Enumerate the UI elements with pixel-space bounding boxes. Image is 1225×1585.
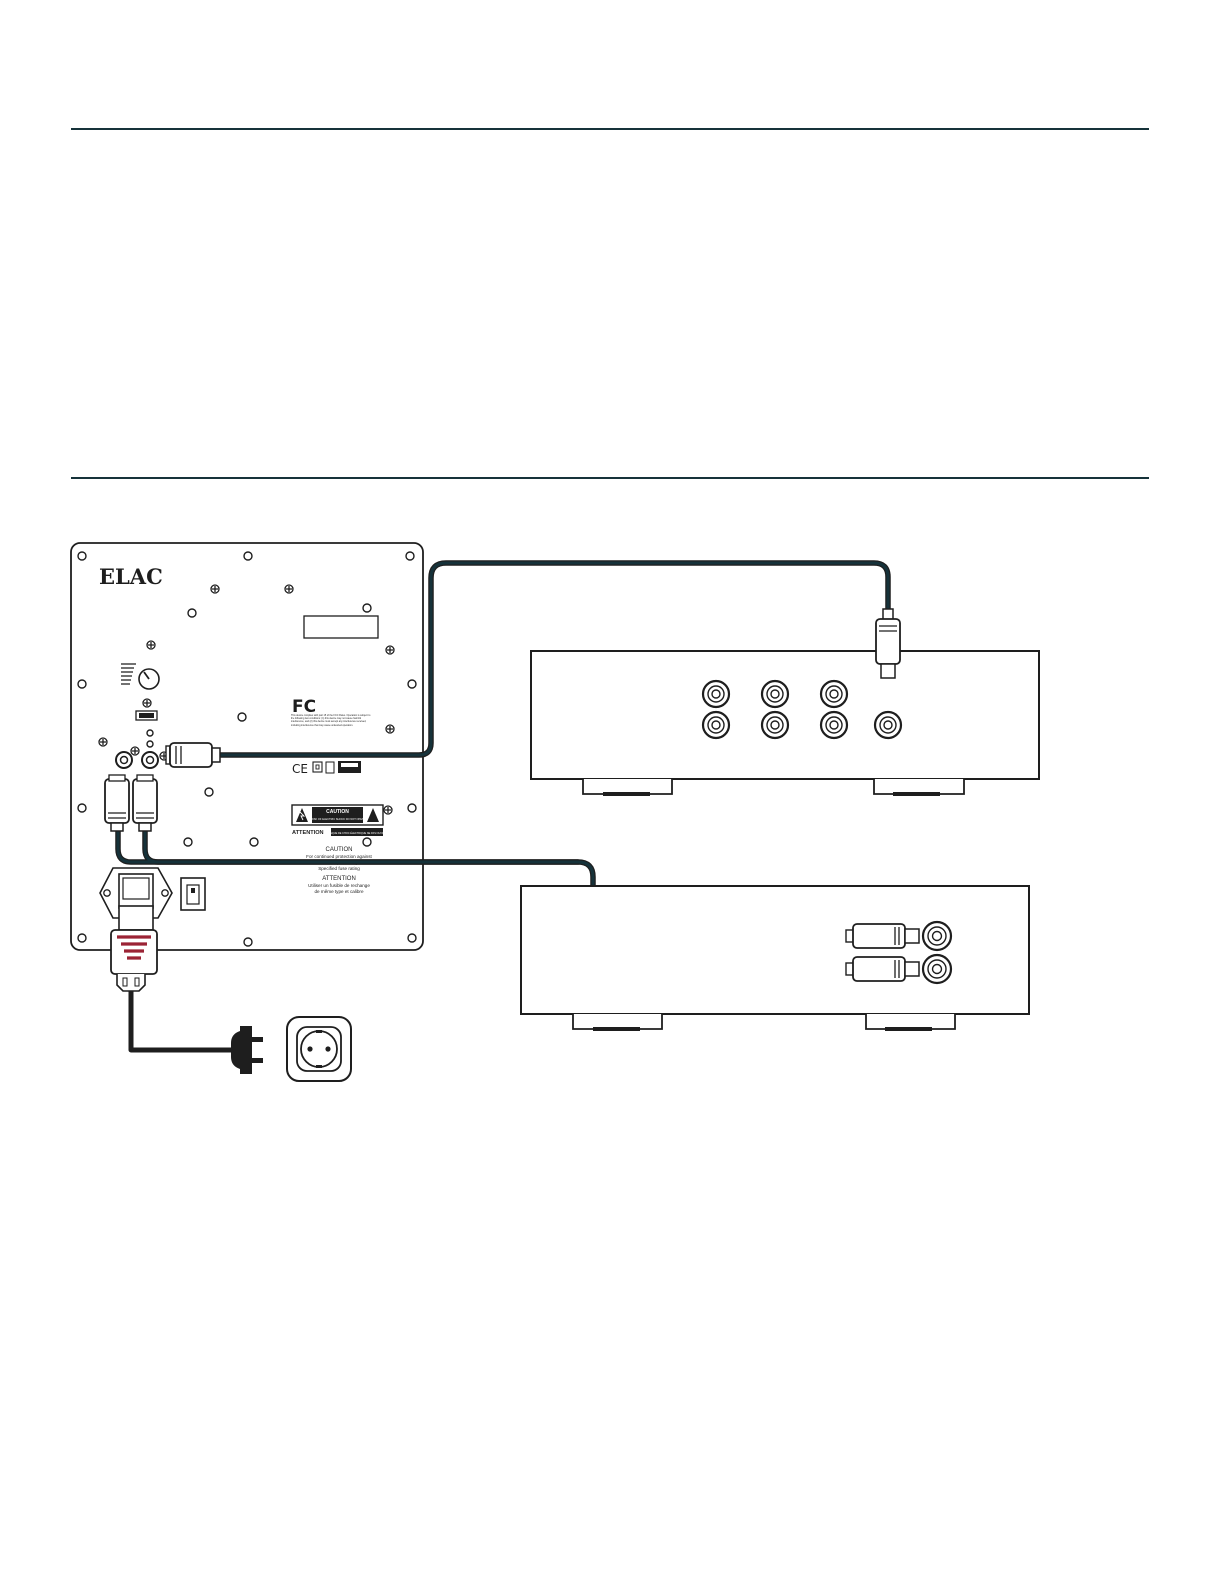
fcc-mark: FC — [292, 697, 316, 717]
attention-label-text: ATTENTION — [292, 830, 324, 836]
sub-rca-input-jacks[interactable] — [115, 751, 159, 769]
mounting-holes — [77, 551, 417, 947]
lightning-warning-icon — [296, 808, 308, 822]
attention-title: ATTENTION — [322, 876, 356, 882]
power-plug-accent-stripes — [117, 935, 151, 960]
caution-line-3: Specified fuse rating — [318, 866, 360, 871]
subwoofer-rear-panel: ELAC FC This device complies wit — [70, 542, 424, 951]
middle-divider — [71, 477, 1149, 479]
power-cord-plug-icon — [110, 905, 158, 992]
attention-label-sub: RISQUE DE CHOC ÉLECTRIQUE NE PAS OUVRIR — [328, 832, 387, 835]
ce-mark: CE — [292, 762, 308, 776]
mode-switch-icon[interactable] — [135, 710, 158, 721]
wall-socket-icon — [286, 1016, 352, 1082]
mains-plug-icon — [231, 1026, 263, 1074]
top-divider — [71, 128, 1149, 130]
exclamation-warning-icon — [367, 808, 379, 822]
fcc-fine-print: This device complies with part 15 of the… — [291, 714, 371, 727]
power-cord — [128, 987, 234, 1053]
fcc-text: This device complies with part 15 of the… — [291, 714, 371, 727]
attention-line-2: de même type et calibre — [314, 889, 363, 894]
rca-plug-pair-sub — [104, 774, 158, 832]
rca-plug-icon — [165, 742, 221, 768]
receiver-rca-plug-icon — [875, 608, 901, 679]
cross-screws — [98, 584, 395, 815]
source-device-rear — [520, 885, 1030, 1031]
volume-knob-icon[interactable] — [121, 663, 160, 690]
av-receiver-rear — [530, 608, 1040, 796]
power-inlet-icon[interactable] — [99, 867, 173, 919]
source-rca-plugs-icon — [845, 923, 920, 982]
serial-label-plate — [303, 615, 379, 639]
attention-line-1: Utiliser un fusible de rechange — [308, 883, 370, 888]
weee-bin-icon — [325, 761, 335, 774]
lfe-cable — [214, 561, 890, 757]
source-rca-jacks[interactable] — [921, 920, 953, 985]
caution-label-text: CAUTION — [326, 809, 349, 815]
caution-warning-label: CAUTION RISK OF ELECTRIC SHOCK DO NOT OP… — [291, 804, 387, 836]
caution-line-1: For continued protection against — [306, 854, 372, 859]
caution-label-sub: RISK OF ELECTRIC SHOCK DO NOT OPEN — [311, 817, 364, 821]
double-insulation-icon — [312, 761, 323, 773]
power-switch-icon[interactable] — [180, 877, 206, 911]
receiver-rca-jacks[interactable] — [701, 679, 903, 740]
brand-logo: ELAC — [99, 564, 163, 589]
caution-title: CAUTION — [326, 847, 353, 853]
